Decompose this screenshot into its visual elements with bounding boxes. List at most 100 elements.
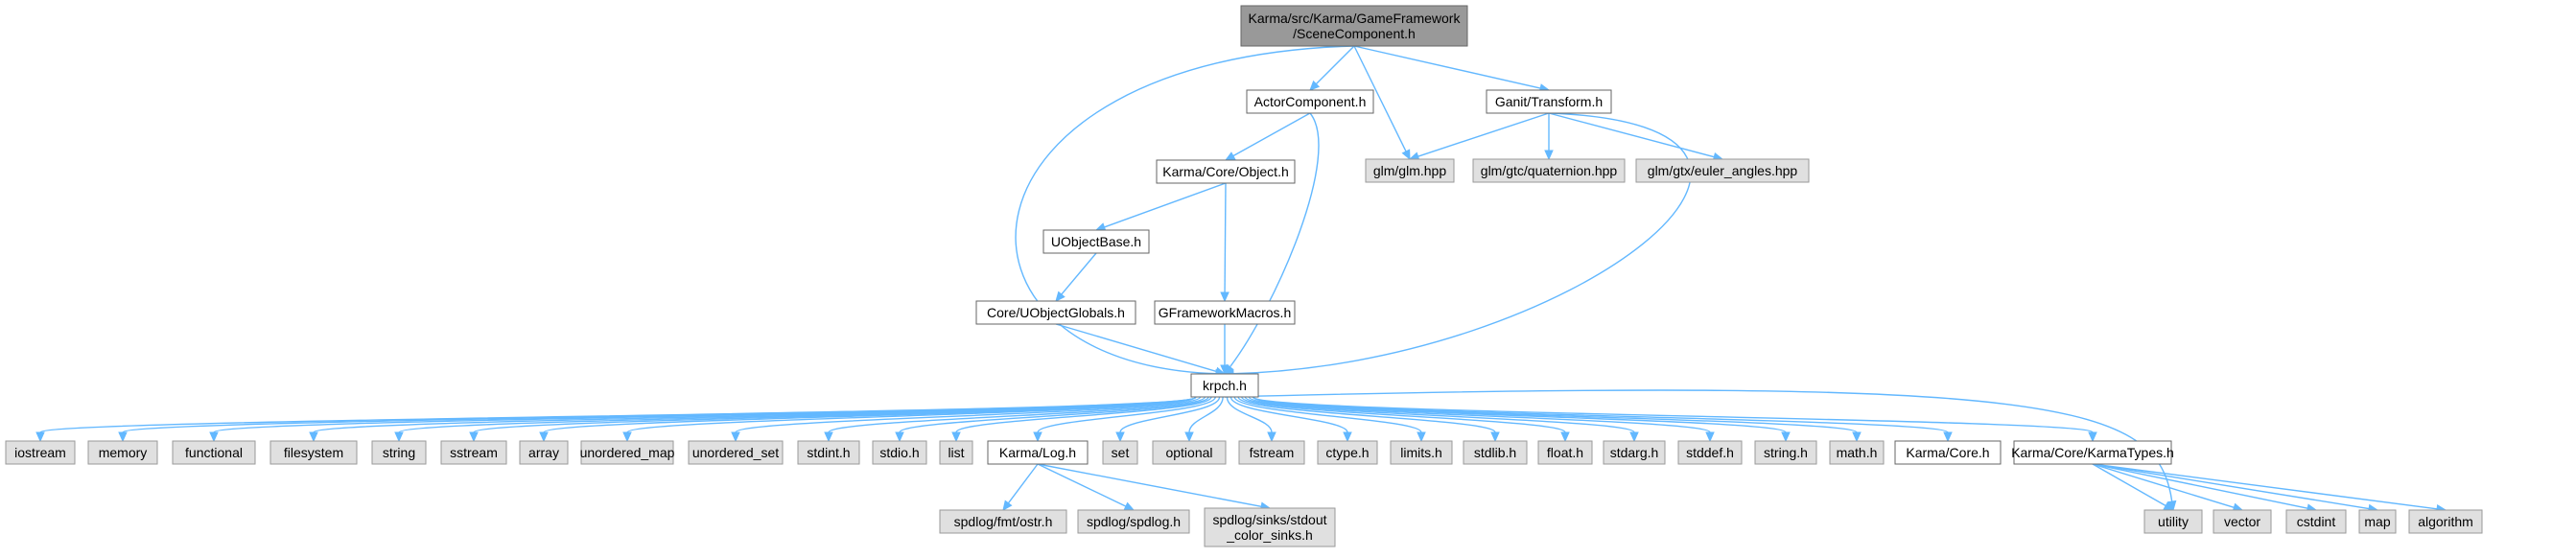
node-box: [1154, 300, 1296, 325]
node-map[interactable]: map: [2358, 509, 2397, 534]
node-label: iostream: [14, 445, 66, 460]
node-box: [1829, 440, 1885, 465]
edge-transform-to-quat: [1544, 113, 1554, 161]
node-box: [1486, 89, 1612, 114]
edge-gfmacros-to-krpch: [1220, 324, 1229, 376]
edge-log-to-fmtostr: [1002, 463, 1039, 511]
node-label: stddef.h: [1686, 445, 1734, 460]
node-list[interactable]: list: [939, 440, 973, 465]
node-box: [2358, 509, 2397, 534]
node-quat[interactable]: glm/gtc/quaternion.hpp: [1472, 158, 1626, 183]
node-object[interactable]: Karma/Core/Object.h: [1156, 159, 1296, 184]
node-ktypes[interactable]: Karma/Core/KarmaTypes.h: [2011, 440, 2174, 465]
edge-krpch-to-stdarg: [1244, 396, 1639, 443]
node-box: [87, 440, 158, 465]
node-box: [1317, 440, 1378, 465]
node-box: [1152, 440, 1227, 465]
edge-object-to-gfmacros: [1220, 182, 1229, 303]
node-label: ctype.h: [1325, 445, 1369, 460]
node-euler[interactable]: glm/gtx/euler_angles.hpp: [1635, 158, 1810, 183]
edge-krpch-to-umap: [622, 396, 1197, 443]
node-box: [2285, 509, 2347, 534]
node-fstream[interactable]: fstream: [1238, 440, 1305, 465]
edge-uobjbase-to-uobjglob: [1055, 252, 1097, 302]
node-stddef[interactable]: stddef.h: [1677, 440, 1743, 465]
node-box: [269, 440, 358, 465]
node-actorcomp[interactable]: ActorComponent.h: [1246, 89, 1374, 114]
node-algorithm[interactable]: algorithm: [2408, 509, 2483, 534]
node-glm[interactable]: glm/glm.hpp: [1365, 158, 1455, 183]
node-gfmacros[interactable]: GFrameworkMacros.h: [1154, 300, 1296, 325]
edge-krpch-to-ctype: [1229, 396, 1352, 443]
edge-krpch-to-core: [1253, 396, 1953, 443]
node-label: fstream: [1250, 445, 1295, 460]
node-label: stdio.h: [879, 445, 919, 460]
node-label: Ganit/Transform.h: [1495, 94, 1603, 109]
node-sstream[interactable]: sstream: [440, 440, 507, 465]
node-array[interactable]: array: [519, 440, 569, 465]
node-ctype[interactable]: ctype.h: [1317, 440, 1378, 465]
node-umap[interactable]: unordered_map: [580, 440, 675, 465]
node-label: Karma/Log.h: [999, 445, 1076, 460]
edge-transform-to-euler: [1548, 112, 1724, 162]
node-math[interactable]: math.h: [1829, 440, 1885, 465]
node-label: float.h: [1547, 445, 1583, 460]
node-box: [1204, 507, 1336, 547]
node-label: krpch.h: [1203, 378, 1247, 393]
node-vector[interactable]: vector: [2213, 509, 2272, 534]
node-sinks[interactable]: spdlog/sinks/stdout_color_sinks.h: [1204, 507, 1336, 547]
edge-root-to-glm: [1353, 45, 1411, 161]
edge-krpch-to-stdlib: [1237, 396, 1500, 443]
node-label: unordered_map: [580, 445, 675, 460]
node-set[interactable]: set: [1102, 440, 1138, 465]
node-box: [1390, 440, 1453, 465]
edge-actorcomp-to-object: [1224, 112, 1311, 161]
node-label: sstream: [450, 445, 498, 460]
node-core[interactable]: Karma/Core.h: [1894, 440, 2002, 465]
node-box: [1537, 440, 1593, 465]
node-box: [939, 509, 1067, 534]
node-spdlog[interactable]: spdlog/spdlog.h: [1077, 509, 1190, 534]
node-label: stdlib.h: [1474, 445, 1516, 460]
edge-krpch-to-fstream: [1226, 396, 1276, 443]
node-box: [1238, 440, 1305, 465]
node-box: [939, 440, 973, 465]
node-stdarg[interactable]: stdarg.h: [1603, 440, 1666, 465]
node-log[interactable]: Karma/Log.h: [987, 440, 1089, 465]
node-functional[interactable]: functional: [172, 440, 256, 465]
edge-krpch-to-list: [951, 396, 1212, 443]
node-label: spdlog/fmt/ostr.h: [954, 514, 1053, 529]
node-stringh[interactable]: string.h: [1754, 440, 1817, 465]
node-box: [987, 440, 1089, 465]
node-cstdint[interactable]: cstdint: [2285, 509, 2347, 534]
node-krpch[interactable]: krpch.h: [1190, 373, 1259, 398]
node-label: array: [528, 445, 559, 460]
node-float[interactable]: float.h: [1537, 440, 1593, 465]
node-root[interactable]: Karma/src/Karma/GameFramework/SceneCompo…: [1240, 5, 1468, 47]
node-filesystem[interactable]: filesystem: [269, 440, 358, 465]
node-optional[interactable]: optional: [1152, 440, 1227, 465]
node-box: [1603, 440, 1666, 465]
node-stdio[interactable]: stdio.h: [872, 440, 927, 465]
node-uobjglob[interactable]: Core/UObjectGlobals.h: [975, 300, 1136, 325]
node-stdlib[interactable]: stdlib.h: [1463, 440, 1528, 465]
node-box: [5, 440, 76, 465]
edge-krpch-to-ktypes: [1253, 396, 2097, 443]
node-label: GFrameworkMacros.h: [1159, 305, 1291, 320]
node-limits[interactable]: limits.h: [1390, 440, 1453, 465]
node-iostream[interactable]: iostream: [5, 440, 76, 465]
node-utility[interactable]: utility: [2143, 509, 2203, 534]
node-label: limits.h: [1400, 445, 1442, 460]
node-uobjbase[interactable]: UObjectBase.h: [1042, 229, 1150, 254]
edge-krpch-to-stddef: [1248, 396, 1715, 443]
node-memory[interactable]: memory: [87, 440, 158, 465]
node-box: [1240, 5, 1468, 47]
node-string[interactable]: string: [371, 440, 427, 465]
edge-object-to-uobjbase: [1094, 182, 1227, 232]
node-uset[interactable]: unordered_set: [688, 440, 784, 465]
node-stdint[interactable]: stdint.h: [797, 440, 860, 465]
node-transform[interactable]: Ganit/Transform.h: [1486, 89, 1612, 114]
node-fmtostr[interactable]: spdlog/fmt/ostr.h: [939, 509, 1067, 534]
node-box: [1042, 229, 1150, 254]
node-label: math.h: [1837, 445, 1878, 460]
